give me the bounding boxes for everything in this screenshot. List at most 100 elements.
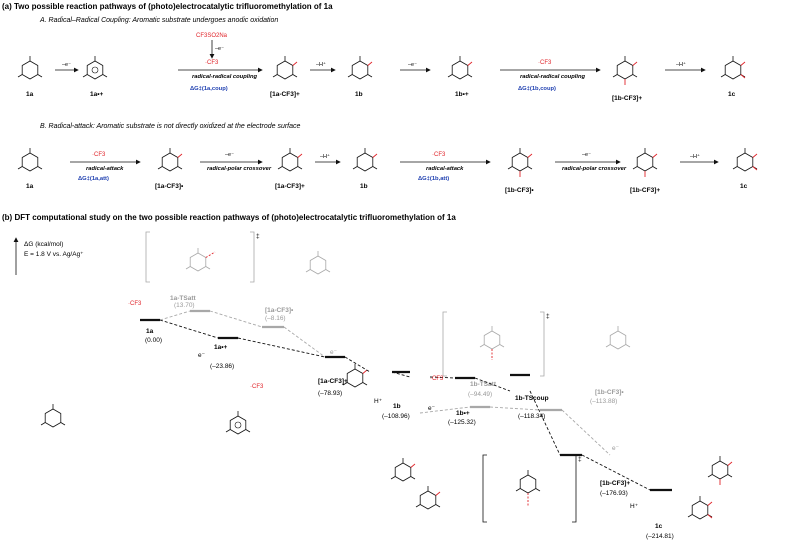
gray-label-1b-ts-att: 1b-TSatt [470, 381, 497, 388]
arrow-label-minus-h: –H⁺ [690, 153, 700, 160]
molecule-1a [17, 55, 43, 80]
arrow-label-minus-e: –e⁻ [215, 46, 224, 52]
gray-label-1a-ts-att: 1a-TSatt [170, 295, 196, 302]
cf3-radical-label: ·CF3 [205, 60, 219, 66]
value-1c: (–214.81) [646, 533, 674, 540]
label-1a: 1a [146, 328, 154, 335]
label-1b-radical-cation: 1b•+ [456, 410, 470, 417]
black-pathway: 1a (0.00) 1a•+ (–23.86) [1a-CF3]+ (–78.9… [128, 301, 674, 540]
pathway-b-title: B. Radical-attack: Aromatic substrate is… [40, 123, 301, 130]
value-1a: (0.00) [145, 337, 162, 344]
coupling-label: radical-radical coupling [520, 74, 586, 80]
label-1a-cf3-radical: [1a-CF3]• [155, 183, 184, 190]
arrow-label-minus-e: –e⁻ [582, 152, 591, 158]
value-1b-ts-coup: (–118.34) [518, 413, 545, 420]
molecule-1b-radical-cation [447, 55, 473, 80]
reagent-label: CF3SO2Na [196, 33, 228, 39]
ts-mark: ‡ [578, 456, 582, 463]
label-1a-radical-cation: 1a•+ [214, 344, 228, 351]
cf3-bond [632, 61, 638, 66]
gray-value-1b-ts-att: (–94.49) [468, 391, 492, 398]
cf3-bond [527, 153, 533, 158]
axis-label: ΔG (kcal/mol) [24, 241, 63, 248]
value-1a-cf3-cation: (–78.93) [318, 390, 342, 397]
molecule-1a-cf3-radical [157, 147, 183, 172]
molecule-1a [17, 147, 43, 172]
radical-cation-mark [91, 66, 99, 74]
cf3-bond [652, 153, 658, 158]
molecule-1a-radical-cation [225, 410, 251, 435]
arrow-label-minus-e: –e⁻ [225, 152, 234, 158]
cf3-bond [467, 61, 473, 66]
crossover-label: radical-polar crossover [207, 166, 272, 172]
label-1a-cf3-cation: [1a-CF3]+ [275, 183, 305, 190]
value-1a-radical-cation: (–23.86) [210, 363, 234, 370]
potential-label: E = 1.8 V vs. Ag/Ag⁺ [24, 251, 84, 258]
label-1c: 1c [655, 523, 663, 530]
molecule-1a-radical-cation [82, 55, 108, 80]
dg-1a-att: ΔG‡(1a,att) [78, 176, 109, 182]
cf3-bond [177, 153, 183, 158]
gray-pathway: 1a-TSatt (13.70) [1a-CF3]• (–8.16) 1b-TS… [159, 295, 624, 456]
gray-value-1a-cf3-radical: (–8.16) [265, 315, 286, 322]
cf3-bond [367, 61, 373, 66]
ts-mark: ‡ [256, 233, 260, 240]
row-a-arrows: –e⁻ CF3SO2Na –e⁻ ·CF3 radical-radical co… [55, 33, 706, 92]
cf3-radical-label: ·CF3 [128, 301, 142, 307]
value-1b-radical-cation: (–125.32) [448, 419, 476, 426]
cf3-radical-label: ·CF3 [432, 152, 446, 158]
label-1b-ts-coup: 1b-TScoup [515, 395, 549, 402]
coupling-label: radical-radical coupling [192, 74, 258, 80]
cf3-bond [740, 61, 746, 66]
gray-e-minus: e⁻ [612, 445, 619, 452]
h-plus-label: H⁺ [374, 398, 382, 405]
label-1a-cf3-cation: [1a-CF3]+ [270, 91, 300, 98]
molecule-1b-cf3-cation [632, 147, 658, 172]
cf3-bond [292, 61, 298, 66]
crossover-label: radical-polar crossover [562, 166, 627, 172]
cf3-radical-label: ·CF3 [430, 376, 444, 382]
gray-label-1b-cf3-radical: [1b-CF3]• [595, 389, 624, 396]
panel-a-header: (a) Two possible reaction pathways of (p… [2, 2, 333, 11]
cf3-bond [372, 153, 378, 158]
molecule-1b-cf3-cation [707, 455, 733, 480]
molecule-1b-cf3-cation [612, 55, 638, 80]
value-1b-cf3-cation: (–176.93) [600, 490, 628, 497]
molecule-1b [347, 55, 373, 80]
cf3-bond [752, 153, 758, 158]
cf3-bond [752, 166, 758, 171]
label-1a: 1a [26, 183, 34, 190]
cf3-bond [297, 153, 303, 158]
label-1a-radical-cation: 1a•+ [90, 91, 104, 98]
label-1b: 1b [393, 403, 401, 410]
label-1b-cf3-radical: [1b-CF3]• [505, 187, 534, 194]
molecule-1b [352, 147, 378, 172]
arrow-label-minus-h: –H⁺ [320, 153, 330, 160]
row-b-labels: 1a [1a-CF3]• [1a-CF3]+ 1b [1b-CF3]• [1b-… [26, 183, 748, 194]
value-1b: (–108.96) [382, 413, 410, 420]
ts-1a-att-structure: ‡ [145, 231, 260, 283]
row-a-molecules [17, 55, 746, 85]
label-1a-cf3-cation: [1a-CF3]+ [318, 378, 348, 385]
molecule-1a [40, 403, 66, 428]
dg-1a-coup: ΔG‡(1a,coup) [190, 86, 228, 92]
ts-mark: ‡ [546, 313, 550, 320]
molecule-1a-cf3-cation [272, 55, 298, 80]
gray-value-1a-ts-att: (13.70) [174, 302, 195, 309]
pathway-a-title: A. Radical–Radical Coupling: Aromatic su… [39, 17, 278, 24]
row-b-arrows: ·CF3 radical-attack ΔG‡(1a,att) –e⁻ radi… [70, 152, 719, 182]
ts-1b-coup-structure: ‡ [482, 454, 582, 523]
e-minus-label: e⁻ [428, 405, 435, 412]
molecule-1b-cf3-radical-gray [605, 325, 631, 350]
label-1a: 1a [26, 91, 34, 98]
arrow-label-minus-h: –H⁺ [316, 61, 326, 68]
attack-label: radical-attack [86, 166, 124, 172]
arrow-label-minus-h: –H⁺ [676, 61, 686, 68]
attack-label: radical-attack [426, 166, 464, 172]
gray-label-1a-cf3-radical: [1a-CF3]• [265, 307, 294, 314]
gray-value-1b-cf3-radical: (–113.88) [590, 398, 617, 405]
gray-e-minus: e⁻ [330, 349, 337, 356]
row-a-labels: 1a 1a•+ [1a-CF3]+ 1b 1b•+ [1b-CF3]+ 1c [26, 91, 736, 102]
arrow-label-minus-e: –e⁻ [408, 62, 417, 68]
